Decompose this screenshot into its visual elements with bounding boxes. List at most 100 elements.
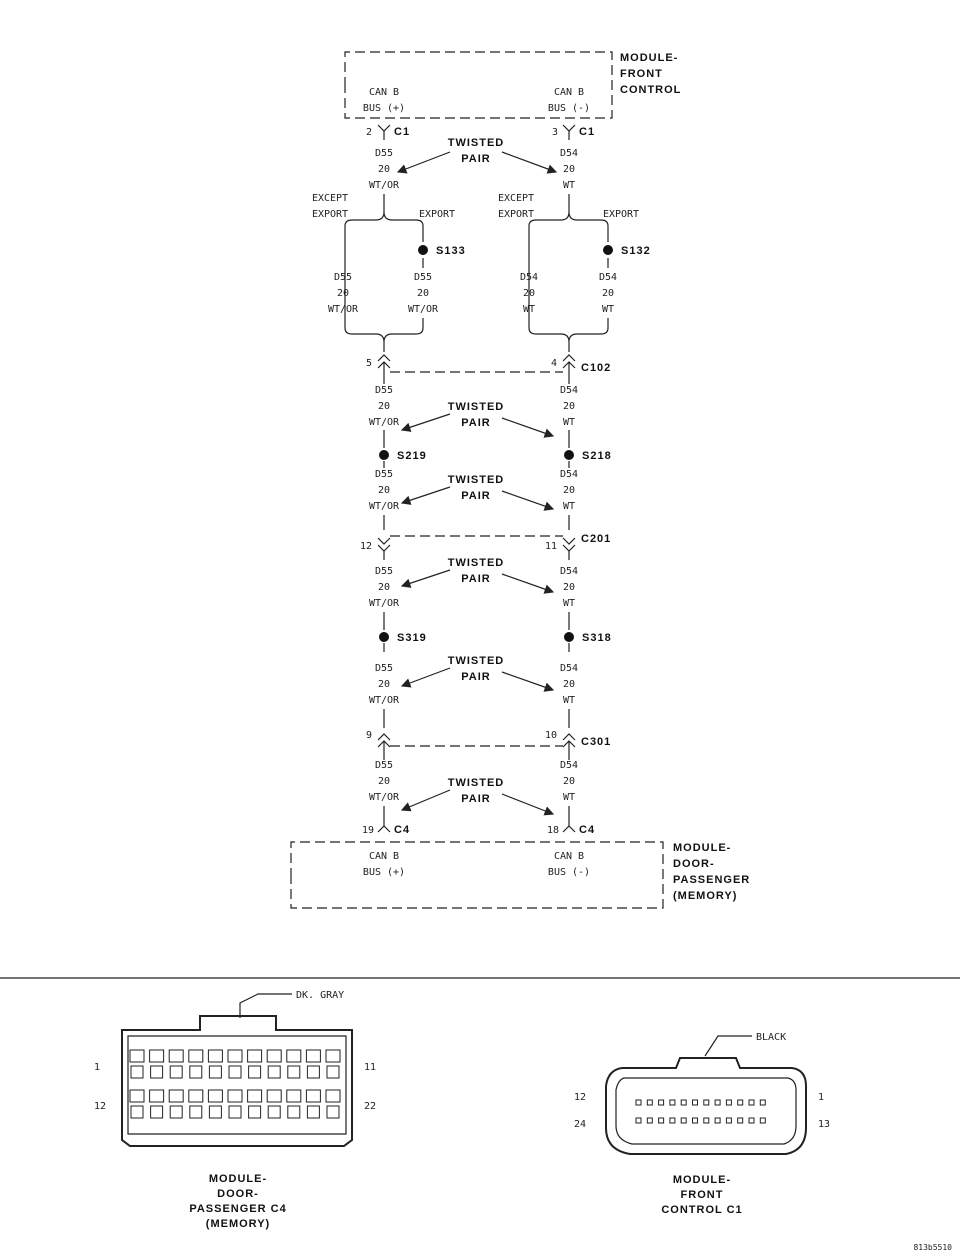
door-pin-cavity [247,1049,263,1063]
svg-text:S319: S319 [397,632,427,644]
door-pin-cavity [188,1089,204,1103]
branch-right: EXCEPT EXPORT EXPORT S132 [498,193,650,320]
front-pin-cavity [703,1117,710,1124]
svg-text:MODULE-: MODULE- [209,1173,267,1185]
door-pin-cavity [305,1089,321,1103]
connector-c201: 12 11 C201 [360,533,611,552]
front-pin-cavity [748,1117,755,1124]
front-pin-cavity [714,1099,721,1106]
door-pin-cavity-lower [248,1105,262,1119]
twisted-pair-label-3: D55 20 WT/OR D54 20 WT TWISTED PAIR [369,461,578,530]
door-pin-cavity [168,1089,184,1103]
front-pin-cavity [737,1117,744,1124]
branch-wire-labels: D55 20 WT/OR D55 20 WT/OR D54 20 WT D54 … [328,272,617,315]
svg-text:C4: C4 [579,824,595,836]
front-pin-right-1: CAN B [554,87,584,98]
door-pin-cavity [227,1049,243,1063]
svg-text:D54: D54 [520,272,538,283]
door-pin-cavity-lower [306,1065,320,1079]
svg-text:C201: C201 [581,533,611,545]
module-door-passenger: CAN B BUS (+) CAN B BUS (-) MODULE- DOOR… [290,841,750,909]
svg-text:TWISTED: TWISTED [448,401,505,413]
door-pin-cavity-lower [228,1065,242,1079]
module-front-title-3: CONTROL [620,84,681,96]
svg-text:EXPORT: EXPORT [419,209,455,220]
door-pin-cavity [168,1049,184,1063]
front-pin-cavity [725,1117,732,1124]
svg-text:PAIR: PAIR [461,573,490,585]
svg-text:S218: S218 [582,450,612,462]
front-connector-color: BLACK [756,1032,786,1043]
svg-text:11: 11 [364,1062,376,1073]
svg-text:11: 11 [545,541,557,552]
svg-text:DOOR-: DOOR- [217,1188,259,1200]
svg-text:PAIR: PAIR [461,153,490,165]
front-pin-cavity [635,1099,642,1106]
door-pin-cavity [247,1089,263,1103]
svg-text:20: 20 [563,401,575,412]
svg-text:WT/OR: WT/OR [369,695,400,706]
svg-text:PAIR: PAIR [461,490,490,502]
module-front-title-2: FRONT [620,68,663,80]
door-pin-cavity-lower [326,1065,340,1079]
svg-text:TWISTED: TWISTED [448,557,505,569]
front-pin-cavity [692,1117,698,1124]
svg-text:D54: D54 [560,469,578,480]
svg-text:WT: WT [523,304,535,315]
svg-text:D54: D54 [560,663,578,674]
door-pin-cavity [286,1089,302,1103]
front-pin-cavity [669,1099,676,1106]
svg-text:1: 1 [94,1062,100,1073]
splice-s219: S219 [379,450,427,462]
c1-pin-right: 3 [552,127,558,138]
door-pin-cavity-lower [189,1065,203,1079]
door-pin-cavity [207,1049,223,1063]
svg-text:PASSENGER: PASSENGER [673,874,750,886]
svg-text:TWISTED: TWISTED [448,655,505,667]
front-pin-cavity [714,1117,721,1124]
svg-text:DOOR-: DOOR- [673,858,715,870]
front-pin-cavity [692,1099,698,1106]
svg-text:D54: D54 [560,760,578,771]
svg-text:WT: WT [602,304,614,315]
branch-merge [344,318,609,352]
svg-text:C102: C102 [581,362,611,374]
door-pin-cavity [325,1049,341,1063]
door-pin-cavity [266,1089,282,1103]
svg-text:WT/OR: WT/OR [369,417,400,428]
svg-text:20: 20 [378,164,390,175]
svg-text:TWISTED: TWISTED [448,137,505,149]
twisted-pair-label-2: D55 20 WT/OR D54 20 WT TWISTED PAIR [369,376,578,448]
svg-text:S219: S219 [397,450,427,462]
svg-text:20: 20 [378,776,390,787]
svg-text:WT/OR: WT/OR [369,180,400,191]
svg-text:C301: C301 [581,736,611,748]
splice-s318: S318 [564,632,611,644]
svg-text:19: 19 [362,825,374,836]
twisted-pair-label-4: D55 20 WT/OR D54 20 WT TWISTED PAIR [369,551,578,630]
svg-text:WT/OR: WT/OR [369,501,400,512]
svg-text:5: 5 [366,358,372,369]
door-pin-cavity-lower [169,1105,183,1119]
svg-text:WT: WT [563,180,575,191]
svg-text:MODULE-: MODULE- [673,842,731,854]
twisted-pair-label-5: D55 20 WT/OR D54 20 WT TWISTED PAIR [369,643,578,728]
connector-c4: 19 C4 18 C4 [362,818,595,836]
connector-c301: 9 10 C301 [366,730,611,756]
svg-text:PAIR: PAIR [461,671,490,683]
splice-s132-dot [603,245,613,255]
door-pin-cavity-lower [130,1065,144,1079]
door-pin-cavity [286,1049,302,1063]
svg-text:13: 13 [818,1119,830,1130]
svg-text:PAIR: PAIR [461,793,490,805]
svg-text:D54: D54 [599,272,617,283]
front-pin-grid [635,1099,766,1124]
door-pin-cavity-lower [150,1105,164,1119]
front-connector-view: BLACK 12 1 24 13 MODULE- FRONT CONTROL C… [574,1032,830,1216]
front-pin-cavity [680,1117,687,1124]
door-connector-view: DK. GRAY 1 11 12 22 MODULE- DOOR- PASSEN… [94,990,376,1230]
svg-text:EXPORT: EXPORT [312,209,348,220]
front-pin-cavity [725,1099,732,1106]
door-pin-cavity-lower [248,1065,262,1079]
svg-text:CAN B: CAN B [369,851,399,862]
